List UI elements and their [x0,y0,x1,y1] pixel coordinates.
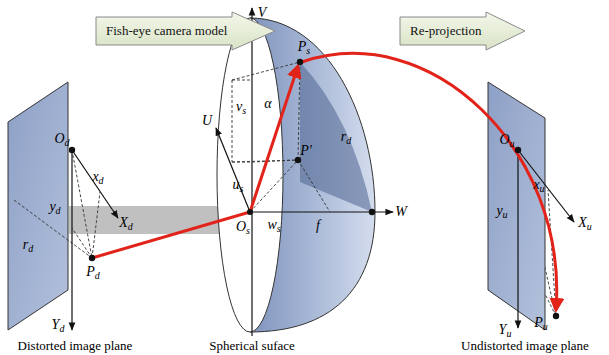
math-symbol: Ou [499,133,514,149]
banner-text: Re-projection [410,23,481,39]
math-symbol: Ps [298,40,310,56]
banner-text: Fish-eye camera model [106,23,227,39]
math-symbol: f [316,219,320,233]
math-symbol: ws [267,218,280,234]
math-symbol: Xd [119,216,133,232]
math-symbol: yu [496,204,507,220]
math-symbol: xd [92,170,103,186]
math-symbol: α [264,97,271,111]
math-symbol: Od [54,132,69,148]
math-symbol: V [258,6,267,20]
plane-caption: Undistorted image plane [461,339,589,352]
math-symbol: Xu [578,216,592,232]
math-symbol: rd [23,238,33,254]
math-symbol: U [202,114,212,128]
math-symbol: W [395,205,407,219]
math-symbol: Yd [52,318,65,334]
math-symbol: vs [236,100,246,116]
math-symbol: us [233,178,244,194]
banner-outline [400,12,525,50]
plane-caption: Spherical suface [209,339,295,352]
math-symbol: xu [533,178,544,194]
math-symbol: P' [300,144,312,158]
math-symbol: yd [49,200,60,216]
math-symbol: Os [236,220,250,236]
plane-caption: Distorted image plane [18,339,133,352]
math-symbol: rd [341,130,351,146]
banner-arrow: Re-projection [400,12,525,50]
math-symbol: Pd [86,265,100,281]
banner-outline [96,12,275,50]
math-symbol: Yu [499,323,512,339]
banner-arrow: Fish-eye camera model [96,12,275,50]
math-symbol: Pu [534,316,548,332]
